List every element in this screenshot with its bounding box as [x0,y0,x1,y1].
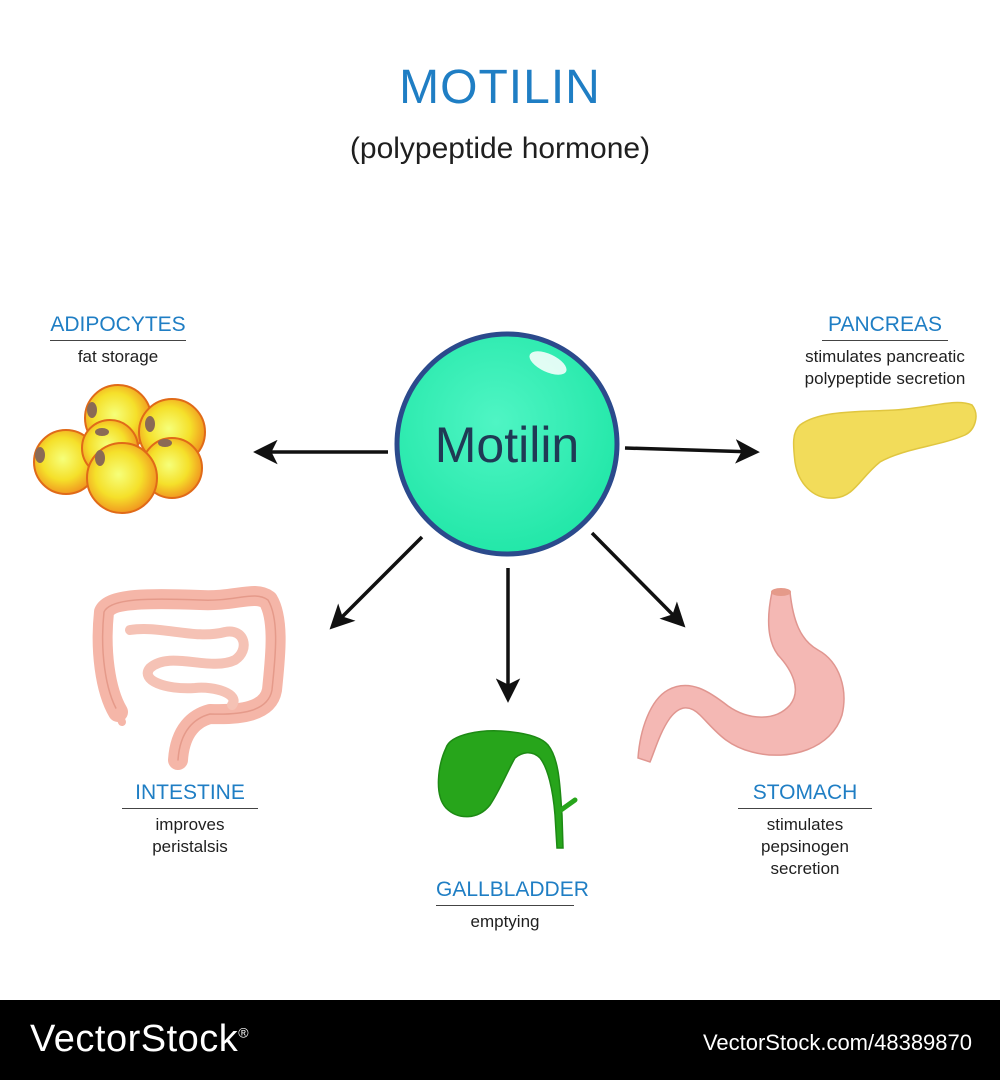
page-title: MOTILIN [399,61,601,114]
adipocytes-effect: fat storage [77,347,159,366]
brand-name: VectorStock [30,1018,239,1060]
gallbladder-effect: emptying [470,912,540,931]
arrow-to-pancreas [624,439,760,464]
label-intestine: INTESTINE improves peristalsis [122,782,258,858]
adipocytes-title: ADIPOCYTES [50,314,186,341]
label-stomach: STOMACH stimulates pepsinogen secretion [738,782,872,880]
arrows [253,439,760,703]
label-gallbladder: GALLBLADDER emptying [436,879,589,933]
intestine-effect-line2: peristalsis [152,837,228,856]
stomach-effect-line3: secretion [770,859,840,878]
label-pancreas: PANCREAS stimulates pancreatic polypepti… [790,314,980,390]
stomach-illustration [637,588,845,763]
intestine-illustration [92,586,286,770]
stock-id: VectorStock.com/48389870 [702,1030,972,1055]
gallbladder-illustration [437,730,578,849]
adipocytes-illustration [33,384,206,514]
pancreas-effect-line2: polypeptide secretion [804,369,966,388]
intestine-title: INTESTINE [122,782,258,809]
pancreas-title: PANCREAS [822,314,948,341]
motilin-label: Motilin [435,417,579,473]
diagram-graphics: Motilin [33,331,977,849]
stomach-effect-line2: pepsinogen [761,837,849,856]
label-adipocytes: ADIPOCYTES fat storage [50,314,186,368]
intestine-effect-line1: improves [155,815,225,834]
page-subtitle: (polypeptide hormone) [349,132,651,165]
pancreas-effect-line1: stimulates pancreatic [805,347,965,366]
diagram: MOTILIN (polypeptide hormone) [33,61,980,933]
stomach-effect-line1: stimulates [766,815,844,834]
registered-mark: ® [238,1024,250,1041]
stomach-title: STOMACH [738,782,872,809]
gallbladder-title: GALLBLADDER [436,879,589,906]
watermark-footer: VectorStock® VectorStock.com/48389870 [0,1000,1000,1080]
motilin-node: Motilin [394,331,620,557]
pancreas-illustration [792,401,977,499]
arrow-to-stomach [590,531,686,628]
brand-logo: VectorStock® [30,1018,249,1061]
arrow-to-intestine [329,535,424,630]
